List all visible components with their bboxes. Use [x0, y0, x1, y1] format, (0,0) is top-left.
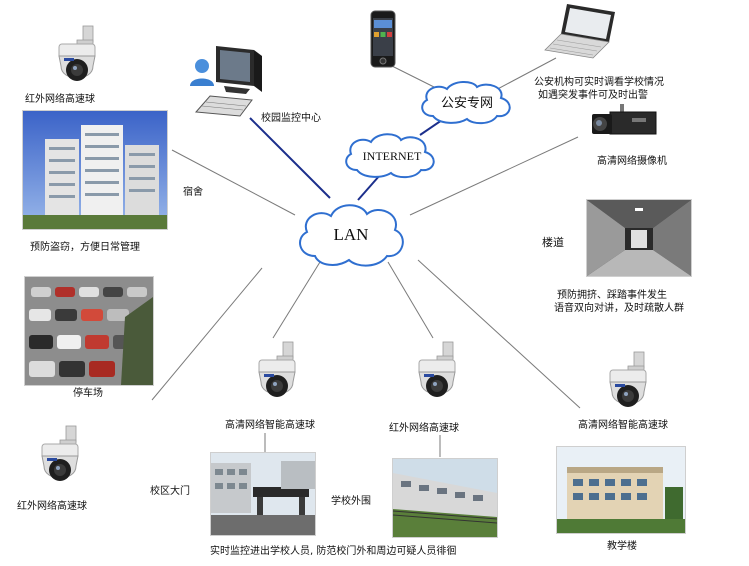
teaching-camera-label: 高清网络智能高速球 [578, 420, 668, 431]
monitoring-workstation-icon [190, 46, 262, 117]
internet-cloud-label: INTERNET [363, 149, 422, 163]
dorm-camera-label: 红外网络高速球 [25, 94, 95, 105]
smartphone-icon [370, 10, 396, 68]
laptop-icon [544, 4, 615, 59]
link-outside-lan [387, 261, 434, 339]
police-description-line1: 公安机构可实时调看学校情况 [534, 77, 664, 88]
link-center-lan [249, 117, 331, 199]
dormitory-photo [22, 110, 168, 230]
corridor-description-line2: 语音双向对讲，及时疏散人群 [554, 303, 684, 314]
hd-camera-label: 高清网络摄像机 [597, 156, 667, 167]
hd-smart-dome-camera-icon [609, 351, 647, 408]
school-perimeter-label: 学校外围 [331, 496, 371, 507]
parking-camera-label: 红外网络高速球 [17, 501, 87, 512]
ir-speed-dome-camera-icon [418, 341, 456, 398]
teaching-building-photo [556, 446, 686, 534]
link-gate-lan [272, 261, 321, 339]
link-parking-lan [151, 267, 263, 401]
parking-label: 停车场 [73, 388, 103, 399]
gate-description: 实时监控进出学校人员, 防范校门外和周边可疑人员徘徊 [210, 546, 457, 557]
outside-camera-label: 红外网络高速球 [389, 423, 459, 434]
corridor-label: 楼道 [542, 236, 564, 249]
ir-speed-dome-camera-icon [41, 425, 79, 482]
link-phone-police [391, 65, 441, 91]
campus-gate-photo [210, 452, 316, 536]
police-description-line2: 如遇突发事件可及时出警 [538, 90, 648, 101]
corridor-description-line1: 预防拥挤、踩踏事件发生 [557, 290, 667, 301]
dorm-label: 宿舍 [183, 187, 203, 198]
school-perimeter-photo [392, 458, 498, 538]
ir-speed-dome-camera-icon [58, 25, 96, 82]
corridor-photo [586, 199, 692, 277]
hd-smart-dome-camera-icon [258, 341, 296, 398]
link-dorm-lan [171, 149, 296, 216]
gate-camera-label: 高清网络智能高速球 [225, 420, 315, 431]
lan-cloud: LAN [299, 204, 404, 267]
police-network-label: 公安专网 [441, 96, 493, 111]
monitoring-center-label: 校园监控中心 [261, 113, 321, 124]
lan-cloud-label: LAN [334, 225, 369, 244]
campus-gate-label: 校区大门 [150, 486, 190, 497]
link-internet-lan [357, 174, 381, 201]
dorm-description: 预防盗窃，方便日常管理 [30, 242, 140, 253]
internet-cloud: INTERNET [345, 133, 435, 179]
teaching-building-label: 教学楼 [607, 541, 637, 552]
police-network-cloud: 公安专网 [421, 81, 511, 125]
link-teach-lan [417, 259, 581, 409]
link-hdcam-lan [409, 136, 579, 216]
parking-lot-photo [24, 276, 154, 386]
link-laptop-police [491, 57, 557, 93]
hd-box-camera-icon [592, 104, 657, 135]
